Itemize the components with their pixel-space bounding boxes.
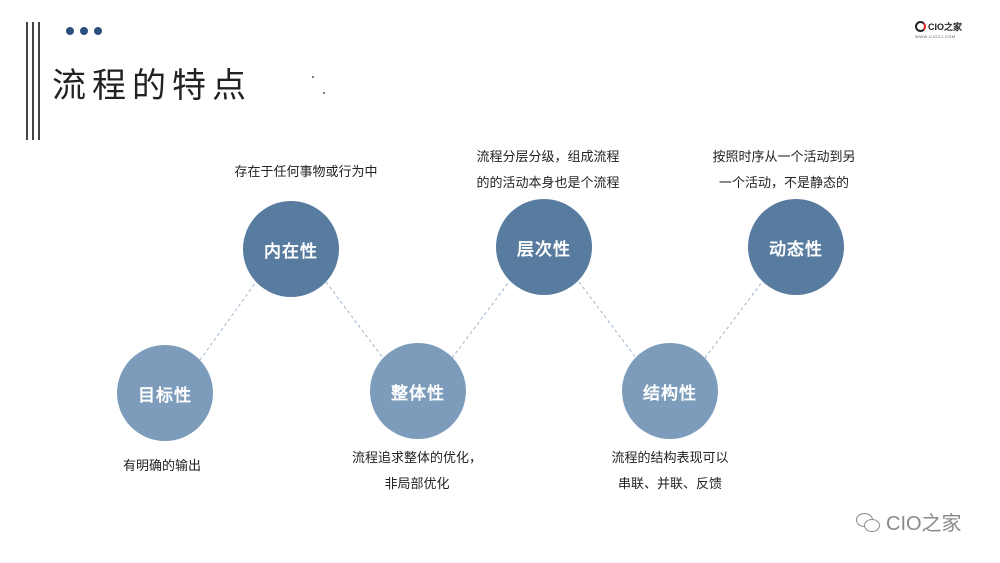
node-description-structure: 流程的结构表现可以 串联、并联、反馈 bbox=[550, 446, 790, 498]
description-line: 的的活动本身也是个流程 bbox=[476, 176, 620, 191]
node-description-goal: 有明确的输出 bbox=[42, 454, 282, 480]
dot bbox=[66, 27, 74, 35]
dot bbox=[94, 27, 102, 35]
description-line: 流程追求整体的优化， bbox=[351, 451, 482, 466]
speck bbox=[323, 92, 325, 94]
description-line: 流程分层分级，组成流程 bbox=[476, 150, 620, 165]
node-circle-hierarchy: 层次性 bbox=[496, 199, 592, 295]
speck bbox=[312, 76, 314, 78]
connector-line bbox=[704, 281, 763, 359]
node-label: 内在性 bbox=[264, 241, 318, 262]
dot bbox=[80, 27, 88, 35]
connector-line bbox=[578, 281, 637, 359]
node-label: 目标性 bbox=[138, 385, 192, 406]
node-circle-intrinsic: 内在性 bbox=[243, 201, 339, 297]
left-decor-bar bbox=[38, 22, 40, 140]
logo-name: CIO之家 bbox=[928, 22, 963, 32]
node-label: 层次性 bbox=[517, 239, 571, 260]
description-line: 流程的结构表现可以 bbox=[611, 451, 729, 466]
node-label: 动态性 bbox=[769, 239, 823, 260]
description-line: 有明确的输出 bbox=[122, 459, 201, 474]
cio-logo: CIO之家 WWW.CIOZJ.COM bbox=[915, 20, 971, 39]
description-line: 一个活动，不是静态的 bbox=[718, 176, 849, 191]
node-circle-goal: 目标性 bbox=[117, 345, 213, 441]
wechat-icon bbox=[856, 512, 880, 532]
node-description-hierarchy: 流程分层分级，组成流程 的的活动本身也是个流程 bbox=[428, 145, 668, 197]
description-line: 存在于任何事物或行为中 bbox=[234, 165, 378, 180]
description-line: 非局部优化 bbox=[384, 477, 450, 492]
node-description-holistic: 流程追求整体的优化， 非局部优化 bbox=[297, 446, 537, 498]
left-decor-bar bbox=[26, 22, 28, 140]
dots-decoration bbox=[66, 27, 102, 35]
left-decor-bar bbox=[32, 22, 34, 140]
node-label: 整体性 bbox=[391, 383, 445, 404]
node-circle-dynamic: 动态性 bbox=[748, 199, 844, 295]
node-circle-structure: 结构性 bbox=[622, 343, 718, 439]
connector-line bbox=[199, 281, 257, 361]
node-label: 结构性 bbox=[643, 383, 697, 404]
wechat-watermark: CIO之家 bbox=[856, 507, 962, 536]
slide-title: 流程的特点 bbox=[52, 66, 252, 106]
node-circle-holistic: 整体性 bbox=[370, 343, 466, 439]
node-description-intrinsic: 存在于任何事物或行为中 bbox=[186, 160, 426, 186]
connector-line bbox=[325, 281, 384, 359]
connector-line bbox=[451, 281, 510, 359]
logo-url: WWW.CIOZJ.COM bbox=[915, 34, 956, 39]
description-line: 按照时序从一个活动到另 bbox=[712, 150, 856, 165]
logo-ring-icon bbox=[915, 21, 926, 32]
description-line: 串联、并联、反馈 bbox=[617, 477, 722, 492]
watermark-text: CIO之家 bbox=[886, 513, 962, 535]
node-description-dynamic: 按照时序从一个活动到另 一个活动，不是静态的 bbox=[664, 145, 904, 197]
